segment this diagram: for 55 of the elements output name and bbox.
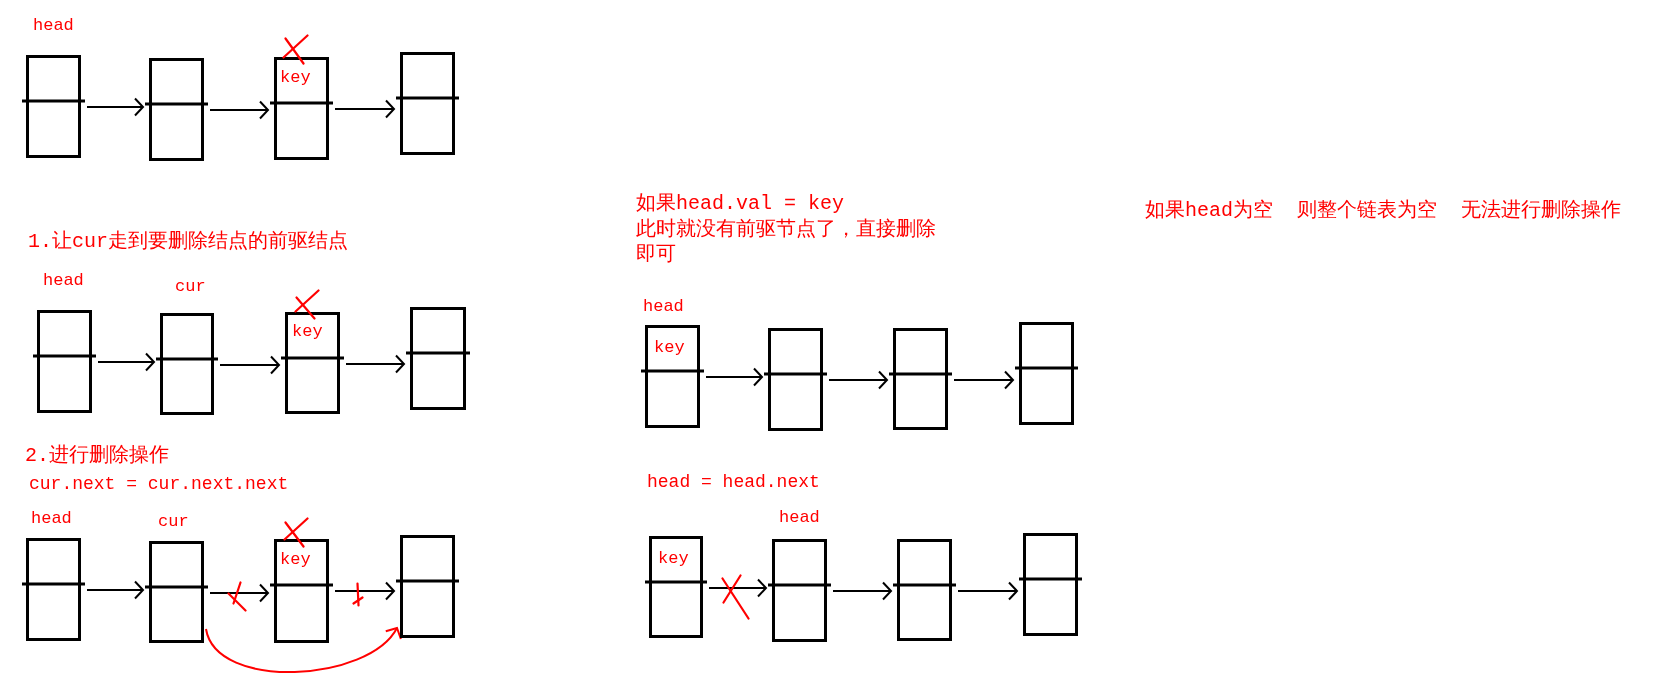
pointer-label: head bbox=[31, 509, 72, 530]
list-node-box bbox=[1019, 533, 1082, 636]
curved-arrow bbox=[205, 627, 400, 673]
node-label: key bbox=[292, 322, 323, 343]
pointer-label: head bbox=[43, 271, 84, 292]
list-node-box bbox=[764, 328, 827, 431]
list-node-box bbox=[22, 538, 85, 641]
pointer-label: cur bbox=[158, 512, 189, 533]
pointer-label: head bbox=[643, 297, 684, 318]
arrow bbox=[334, 581, 395, 601]
list-node-box bbox=[889, 328, 952, 430]
list-node-box bbox=[396, 535, 459, 638]
list-node-box bbox=[156, 313, 218, 415]
note-text: head = head.next bbox=[647, 472, 820, 494]
note-text: 如果head.val = key bbox=[636, 192, 845, 216]
arrow bbox=[334, 99, 395, 119]
arrow bbox=[957, 581, 1018, 601]
pointer-label: head bbox=[33, 16, 74, 37]
list-node-box bbox=[145, 58, 208, 161]
note-text: 1.让cur走到要删除结点的前驱结点 bbox=[28, 230, 348, 254]
list-node-box bbox=[281, 312, 344, 414]
list-node-box bbox=[22, 55, 85, 158]
arrow bbox=[705, 367, 763, 387]
arrow bbox=[209, 583, 269, 603]
pointer-label: head bbox=[779, 508, 820, 529]
arrow bbox=[832, 581, 892, 601]
list-node-box bbox=[1015, 322, 1078, 425]
note-text: cur.next = cur.next.next bbox=[29, 474, 289, 496]
list-node-box bbox=[645, 536, 707, 638]
arrow bbox=[97, 352, 155, 372]
note-text: 2.进行删除操作 bbox=[25, 444, 169, 468]
note-text: 如果head为空 则整个链表为空 无法进行删除操作 bbox=[1145, 199, 1621, 223]
list-node-box bbox=[145, 541, 208, 643]
node-label: key bbox=[654, 338, 685, 359]
arrow bbox=[86, 580, 144, 600]
arrow bbox=[828, 370, 888, 390]
arrow bbox=[708, 578, 767, 598]
list-node-box bbox=[768, 539, 831, 642]
list-node-box bbox=[396, 52, 459, 155]
note-text: 此时就没有前驱节点了，直接删除即可 bbox=[636, 217, 937, 267]
list-node-box bbox=[33, 310, 96, 413]
node-label: key bbox=[280, 68, 311, 89]
pointer-label: cur bbox=[175, 277, 206, 298]
arrow bbox=[953, 370, 1014, 390]
list-node-box bbox=[406, 307, 470, 410]
list-node-box bbox=[270, 57, 333, 160]
node-label: key bbox=[280, 550, 311, 571]
arrow bbox=[86, 97, 144, 117]
node-label: key bbox=[658, 549, 689, 570]
list-node-box bbox=[641, 325, 704, 428]
list-node-box bbox=[893, 539, 956, 641]
arrow bbox=[209, 100, 269, 120]
list-node-box bbox=[270, 539, 333, 643]
arrow bbox=[219, 355, 280, 375]
arrow bbox=[345, 354, 405, 374]
